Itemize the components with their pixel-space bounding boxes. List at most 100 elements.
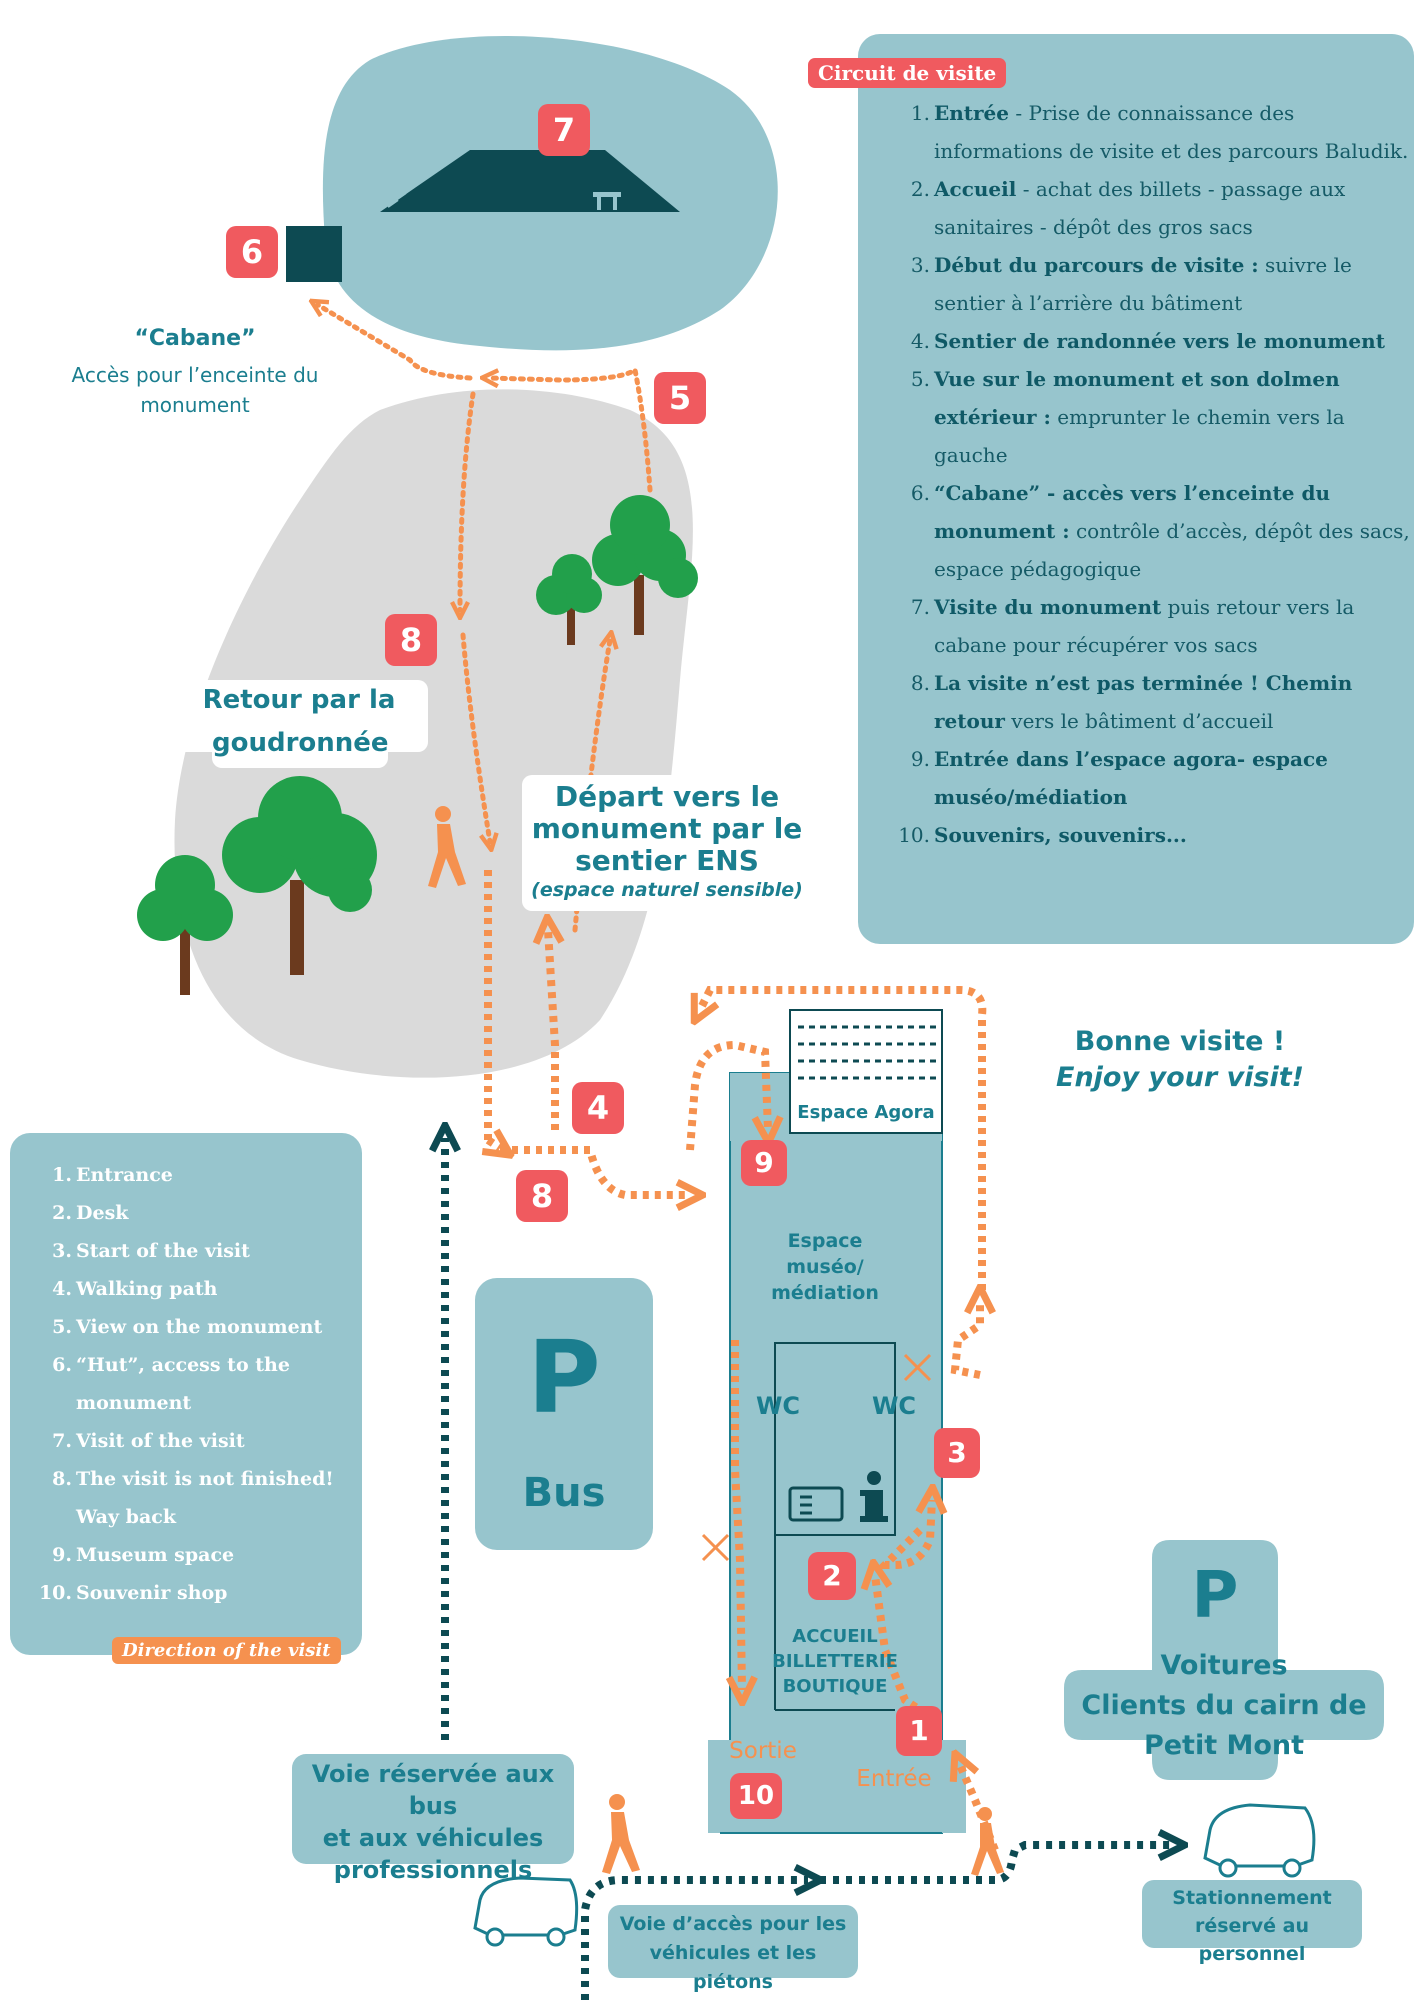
parking-bus (475, 1278, 653, 1550)
badge-1: 1 (896, 1706, 942, 1756)
car-icon (473, 1876, 579, 1947)
circuit-item: 9.Entrée dans l’espace agora- espace mus… (910, 740, 1410, 816)
item-number: 7. (910, 595, 930, 619)
item-number: 1. (910, 101, 930, 125)
accueil-line1: ACCUEIL (792, 1626, 878, 1647)
bonne-visite-fr: Bonne visite ! (1074, 1026, 1286, 1057)
item-text: vers le bâtiment d’accueil (1004, 709, 1274, 733)
accueil-line2: BILLETTERIE (772, 1651, 898, 1672)
item-number: 5. (52, 1316, 72, 1338)
car-icon (1203, 1803, 1316, 1878)
item-number: 9. (52, 1544, 72, 1566)
item-bold: Début du parcours de visite : (934, 253, 1259, 277)
item-bold: Accueil (934, 177, 1017, 201)
voie-bus-label: Voie réservée aux bus et aux véhicules p… (292, 1754, 574, 1884)
bonne-visite-en: Enjoy your visit! (1056, 1062, 1304, 1093)
circuit-item: 1.Entrée - Prise de connaissance des inf… (910, 94, 1410, 170)
circuit-list: 1.Entrée - Prise de connaissance des inf… (898, 94, 1410, 854)
item-bold: Entrée (934, 101, 1010, 125)
item-text: puis retour vers la cabane pour récupére… (934, 595, 1355, 657)
voie-bus-line3: professionnels (333, 1856, 533, 1884)
depart-note: (espace naturel sensible) (531, 879, 803, 901)
sortie-label: Sortie (729, 1738, 797, 1764)
item-bold: Visite du monument (934, 595, 1162, 619)
parking-cars-label: Voitures Clients du cairn de Petit Mont (1064, 1646, 1384, 1766)
item-number: 6. (910, 481, 930, 505)
direction-label: Direction of the visit (112, 1637, 341, 1664)
accueil-label: ACCUEIL BILLETTERIE BOUTIQUE (760, 1624, 910, 1699)
english-item: 7.Visit of the visit (40, 1422, 360, 1460)
item-number: 2. (910, 177, 930, 201)
parking-bus-letter: P (527, 1319, 601, 1436)
cabane-subtitle: Accès pour l’enceinte du monument (71, 363, 319, 417)
badge-4: 4 (572, 1082, 624, 1134)
badge-2: 2 (808, 1552, 856, 1600)
item-number: 8. (52, 1468, 72, 1490)
badge-3: 3 (934, 1428, 980, 1478)
parking-cars-line2: Clients du cairn de (1081, 1690, 1367, 1721)
tree-icon (222, 776, 377, 975)
pedestrian-icon (602, 1794, 1004, 1876)
ticket-icon (788, 1486, 844, 1522)
item-text: suivre le sentier à l’arrière du bâtimen… (934, 253, 1352, 315)
pedestrian-icon (428, 806, 466, 888)
badge-10: 10 (730, 1773, 782, 1819)
museo-line1: Espace (787, 1230, 863, 1252)
circuit-item: 7.Visite du monument puis retour vers la… (910, 588, 1410, 664)
info-icon (860, 1471, 888, 1522)
museo-label: Espace muséo/ médiation (745, 1228, 905, 1306)
english-list: 1.Entrance 2.Desk 3.Start of the visit 4… (39, 1156, 360, 1612)
wc-left-label: WC (755, 1392, 801, 1420)
item-number: 2. (52, 1202, 72, 1224)
depart-line3: sentier ENS (575, 844, 759, 877)
depart-line1: Départ vers le (554, 780, 780, 813)
voie-acces-line1: Voie d’accès pour les (619, 1913, 847, 1935)
parking-cars-letter: P (1191, 1559, 1239, 1633)
cabane-title: “Cabane” (134, 326, 256, 351)
english-item: 9.Museum space (40, 1536, 360, 1574)
tree-icon (137, 855, 233, 995)
item-number: 10. (898, 823, 930, 847)
english-item: 1.Entrance (40, 1156, 360, 1194)
parking-cars-line1: Voitures (1160, 1650, 1288, 1681)
item-bold: Souvenirs, souvenirs... (934, 823, 1187, 847)
item-number: 3. (52, 1240, 72, 1262)
english-item: 2.Desk (40, 1194, 360, 1232)
cabane-hut (286, 226, 342, 282)
wc-right-label: WC (871, 1392, 917, 1420)
item-number: 3. (910, 253, 930, 277)
item-text: - Prise de connaissance des informations… (934, 101, 1409, 163)
item-text: Visit of the visit (76, 1430, 245, 1452)
item-text: Walking path (76, 1278, 218, 1300)
english-panel (10, 1133, 362, 1655)
circuit-title: Circuit de visite (808, 58, 1007, 88)
stationnement-label: Stationnement réservé au personnel (1142, 1880, 1362, 1965)
english-item: 4.Walking path (40, 1270, 360, 1308)
item-number: 6. (52, 1354, 72, 1376)
english-item: 6.“Hut”, access to the monument (40, 1346, 360, 1422)
badge-8-bottom: 8 (516, 1170, 568, 1222)
item-bold: “Cabane” - accès vers l’enceinte du monu… (934, 481, 1331, 543)
item-number: 4. (52, 1278, 72, 1300)
stationnement-line2: réservé au personnel (1194, 1915, 1310, 1965)
parking-cars-line3: Petit Mont (1143, 1730, 1305, 1761)
english-item: 3.Start of the visit (40, 1232, 360, 1270)
item-bold: La visite n’est pas terminée ! Chemin re… (934, 671, 1353, 733)
circuit-item: 3.Début du parcours de visite : suivre l… (910, 246, 1410, 322)
badge-8-top: 8 (385, 614, 437, 666)
item-text: emprunter le chemin vers la gauche (934, 405, 1345, 467)
depart-line2: monument par le (531, 812, 803, 845)
circuit-panel (858, 34, 1414, 944)
retour-line2: goudronnée (212, 728, 389, 758)
parking-cars (1064, 1540, 1384, 1780)
item-text: Souvenir shop (76, 1582, 228, 1604)
item-bold: Sentier de randonnée vers le monument (934, 329, 1385, 353)
english-item: 10.Souvenir shop (39, 1574, 360, 1612)
item-number: 4. (910, 329, 930, 353)
circuit-item: 4.Sentier de randonnée vers le monument (910, 322, 1410, 360)
dolmen-icon (593, 192, 621, 197)
agora-label: Espace Agora (797, 1102, 935, 1123)
item-number: 5. (910, 367, 930, 391)
voie-acces-line2: véhicules et les piétons (649, 1942, 817, 1993)
item-text: The visit is not finished! Way back (76, 1468, 334, 1528)
